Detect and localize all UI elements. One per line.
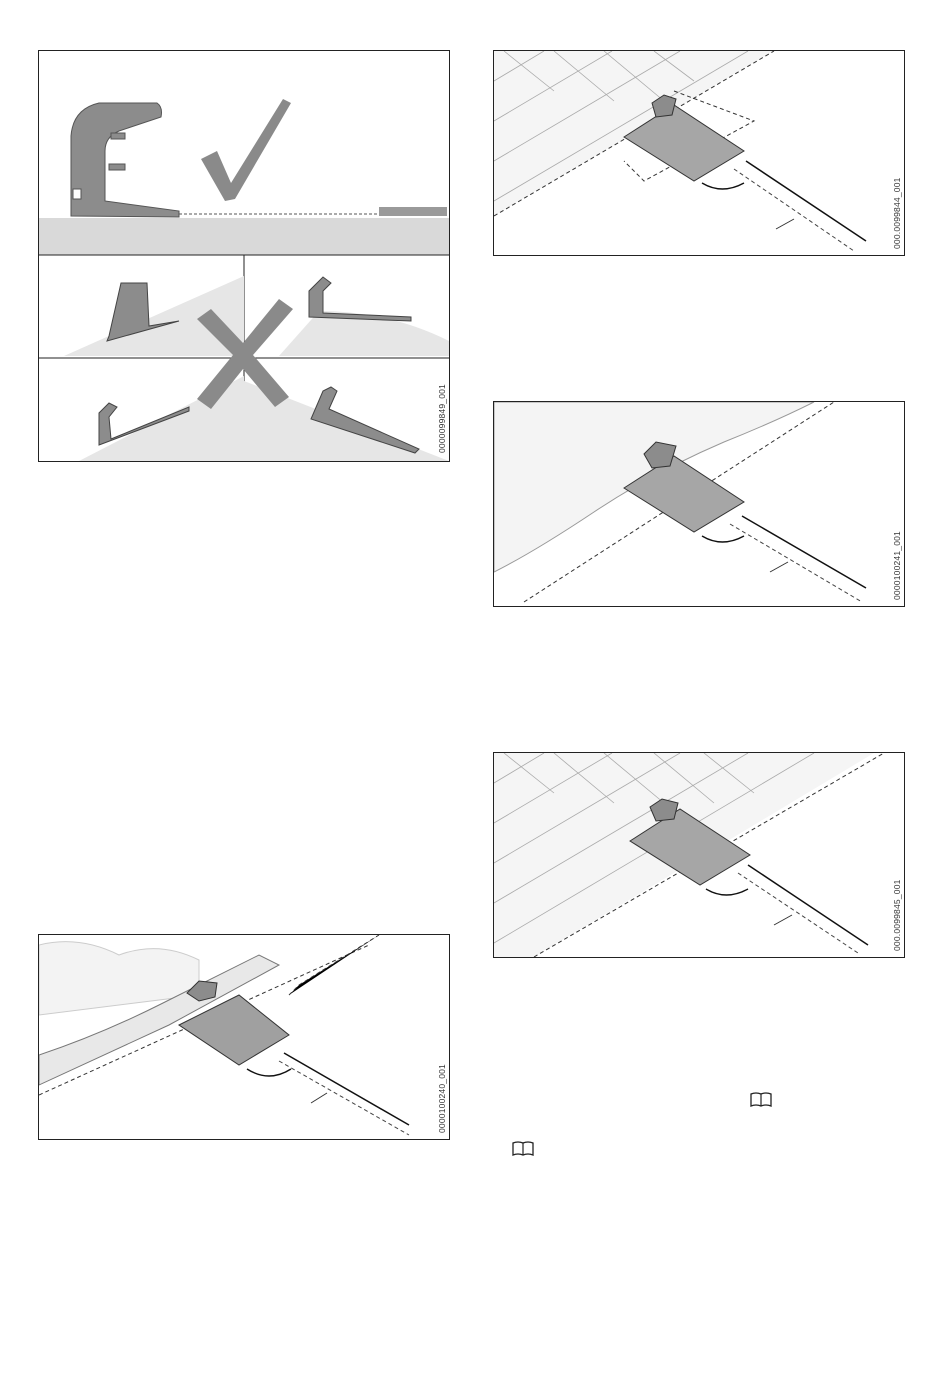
figure-id: 0000100240_001 <box>437 1064 447 1133</box>
figure-paving-a: 000.0099844_001 <box>493 50 905 256</box>
paving-b-illustration <box>494 753 904 957</box>
book-icon[interactable] <box>512 1140 534 1156</box>
figure-paving-b: 000.0099845_001 <box>493 752 905 958</box>
book-icon[interactable] <box>750 1091 772 1107</box>
figure-placement: 0000099849_001 <box>38 50 450 462</box>
figure-hedge: 0000100241_001 <box>493 401 905 607</box>
figure-id: 000.0099844_001 <box>892 177 902 249</box>
edge-soil-illustration <box>39 935 449 1139</box>
figure-edge-soil: 0000100240_001 <box>38 934 450 1140</box>
figure-id: 0000100241_001 <box>892 531 902 600</box>
figure-id: 0000099849_001 <box>437 384 447 453</box>
figure-id: 000.0099845_001 <box>892 879 902 951</box>
placement-illustration <box>39 51 449 461</box>
paving-a-illustration <box>494 51 904 255</box>
hedge-illustration <box>494 402 904 606</box>
